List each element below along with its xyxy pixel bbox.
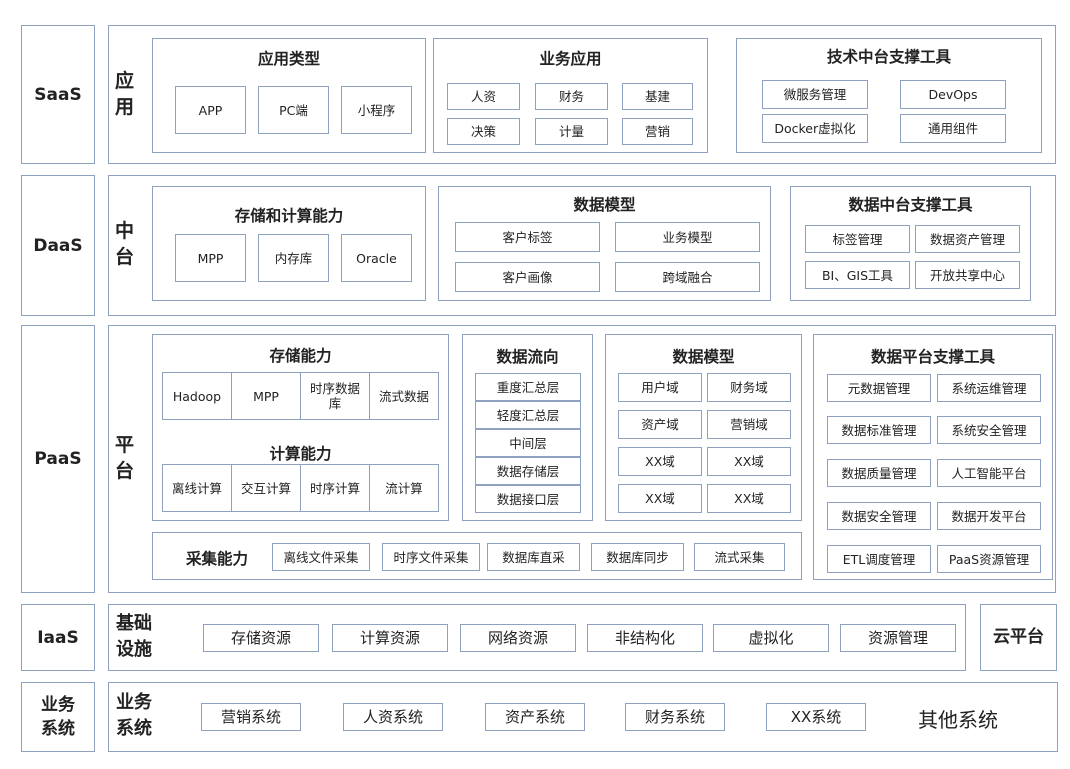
data-tools-title: 数据中台支撑工具 xyxy=(848,196,973,214)
platform-tool-cell: PaaS资源管理 xyxy=(937,545,1041,573)
storage-cell: 流式数据 xyxy=(369,372,439,420)
infra-cell: 虚拟化 xyxy=(713,624,829,652)
storage-compute-cell: 内存库 xyxy=(258,234,329,282)
layer-saas-label: SaaS xyxy=(21,25,95,164)
tech-tools-title: 技术中台支撑工具 xyxy=(826,48,951,66)
layer-paas-label: PaaS xyxy=(21,325,95,593)
domain-cell: 资产域 xyxy=(618,410,702,439)
data-flow-cell: 轻度汇总层 xyxy=(475,401,581,429)
platform-tool-cell: 数据开发平台 xyxy=(937,502,1041,530)
infra-cell: 非结构化 xyxy=(587,624,703,652)
biz-app-cell: 营销 xyxy=(622,118,693,145)
data-tool-cell: BI、GIS工具 xyxy=(805,261,910,289)
layer-daas-label: DaaS xyxy=(21,175,95,316)
infra-cell: 存储资源 xyxy=(203,624,319,652)
storage-cell: Hadoop xyxy=(162,372,232,420)
tech-tool-cell: 微服务管理 xyxy=(762,80,868,109)
compute-cell: 离线计算 xyxy=(162,464,232,512)
storage-capability-title: 存储能力 xyxy=(269,347,332,365)
biz-side-label: 业务 系统 xyxy=(116,692,152,739)
storage-compute-title: 存储和计算能力 xyxy=(234,207,344,225)
platform-tools-title: 数据平台支撑工具 xyxy=(870,348,995,366)
infra-cell: 网络资源 xyxy=(460,624,576,652)
domain-cell: XX域 xyxy=(618,447,702,476)
tech-tool-cell: Docker虚拟化 xyxy=(762,114,868,143)
biz-app-cell: 计量 xyxy=(535,118,608,145)
platform-tool-cell: 数据质量管理 xyxy=(827,459,931,487)
domain-cell: 用户域 xyxy=(618,373,702,402)
tech-tool-cell: DevOps xyxy=(900,80,1006,109)
biz-system-cell: 资产系统 xyxy=(485,703,585,731)
daas-data-model-title: 数据模型 xyxy=(573,196,636,214)
app-types-title: 应用类型 xyxy=(257,50,320,68)
data-tool-cell: 开放共享中心 xyxy=(915,261,1020,289)
tech-tool-cell: 通用组件 xyxy=(900,114,1006,143)
platform-tool-cell: 数据安全管理 xyxy=(827,502,931,530)
biz-app-cell: 财务 xyxy=(535,83,608,110)
cloud-platform-box: 云平台 xyxy=(980,604,1057,671)
infra-cell: 资源管理 xyxy=(840,624,956,652)
platform-tool-cell: 元数据管理 xyxy=(827,374,931,402)
storage-compute-cell: MPP xyxy=(175,234,246,282)
domain-cell: 营销域 xyxy=(707,410,791,439)
collect-cell: 流式采集 xyxy=(694,543,785,571)
data-flow-cell: 数据存储层 xyxy=(475,457,581,485)
biz-system-cell: 财务系统 xyxy=(625,703,725,731)
other-systems-label: 其他系统 xyxy=(918,708,998,732)
compute-cell: 时序计算 xyxy=(300,464,370,512)
collect-cell: 数据库直采 xyxy=(487,543,580,571)
infra-cell: 计算资源 xyxy=(332,624,448,652)
domain-cell: 财务域 xyxy=(707,373,791,402)
domain-cell: XX域 xyxy=(618,484,702,513)
platform-tool-cell: 系统安全管理 xyxy=(937,416,1041,444)
collect-cell: 数据库同步 xyxy=(591,543,684,571)
daas-model-cell: 跨域融合 xyxy=(615,262,760,292)
app-type-cell: PC端 xyxy=(258,86,329,134)
data-flow-title: 数据流向 xyxy=(496,348,559,366)
storage-cell: 时序数据 库 xyxy=(300,372,370,420)
iaas-side-label: 基础 设施 xyxy=(116,613,152,660)
platform-tool-cell: ETL调度管理 xyxy=(827,545,931,573)
data-flow-cell: 中间层 xyxy=(475,429,581,457)
daas-side-label: 中 台 xyxy=(115,220,135,268)
data-tool-cell: 数据资产管理 xyxy=(915,225,1020,253)
compute-capability-title: 计算能力 xyxy=(269,445,332,463)
daas-model-cell: 客户标签 xyxy=(455,222,600,252)
paas-data-model-title: 数据模型 xyxy=(672,348,735,366)
saas-side-label: 应 用 xyxy=(115,70,135,118)
collect-capability-title: 采集能力 xyxy=(186,550,249,568)
daas-model-cell: 客户画像 xyxy=(455,262,600,292)
layer-biz-label: 业务 系统 xyxy=(21,682,95,752)
paas-side-label: 平 台 xyxy=(115,434,135,482)
storage-cell: MPP xyxy=(231,372,301,420)
collect-cell: 时序文件采集 xyxy=(382,543,480,571)
platform-tool-cell: 系统运维管理 xyxy=(937,374,1041,402)
biz-system-cell: XX系统 xyxy=(766,703,866,731)
platform-tool-cell: 人工智能平台 xyxy=(937,459,1041,487)
biz-apps-title: 业务应用 xyxy=(539,50,602,68)
compute-cell: 流计算 xyxy=(369,464,439,512)
biz-app-cell: 基建 xyxy=(622,83,693,110)
platform-tool-cell: 数据标准管理 xyxy=(827,416,931,444)
collect-cell: 离线文件采集 xyxy=(272,543,370,571)
biz-system-cell: 营销系统 xyxy=(201,703,301,731)
biz-system-cell: 人资系统 xyxy=(343,703,443,731)
data-flow-cell: 重度汇总层 xyxy=(475,373,581,401)
app-type-cell: 小程序 xyxy=(341,86,412,134)
data-flow-cell: 数据接口层 xyxy=(475,485,581,513)
compute-cell: 交互计算 xyxy=(231,464,301,512)
daas-model-cell: 业务模型 xyxy=(615,222,760,252)
data-tool-cell: 标签管理 xyxy=(805,225,910,253)
app-type-cell: APP xyxy=(175,86,246,134)
biz-app-cell: 人资 xyxy=(447,83,520,110)
platform-tools-group xyxy=(813,334,1053,580)
domain-cell: XX域 xyxy=(707,484,791,513)
layer-iaas-label: IaaS xyxy=(21,604,95,671)
storage-compute-cell: Oracle xyxy=(341,234,412,282)
biz-app-cell: 决策 xyxy=(447,118,520,145)
domain-cell: XX域 xyxy=(707,447,791,476)
